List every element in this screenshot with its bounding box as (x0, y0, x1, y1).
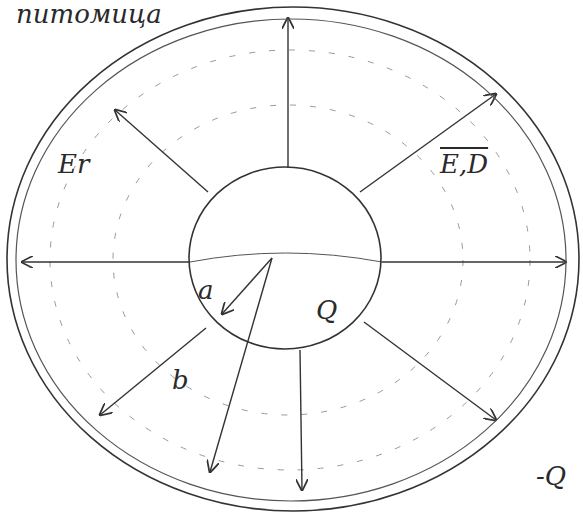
sphere-outline (188, 166, 382, 350)
equipotential-lines (50, 50, 530, 470)
charge-label: -Q (536, 462, 566, 491)
field-label: Er (58, 150, 89, 179)
radius-arrows (210, 258, 272, 472)
field-label: E,D (440, 150, 488, 179)
inner-sphere: Q (188, 166, 382, 350)
sphere-equator (190, 253, 382, 262)
outer-shell: -Q Q (6, 6, 580, 512)
charge-label: Q (316, 296, 337, 325)
shell-outline (6, 6, 580, 512)
handwritten-note: питомица (14, 0, 164, 29)
radius-label: b (172, 366, 189, 395)
